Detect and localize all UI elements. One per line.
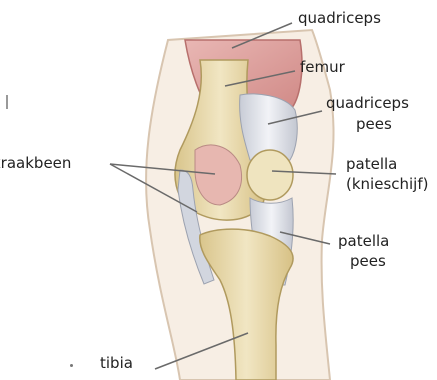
label-quadriceps-pees-line2: pees	[356, 117, 392, 132]
label-kraakbeen: kraakbeen	[0, 156, 71, 171]
label-quadriceps: quadriceps	[298, 11, 381, 26]
left-edge-mark	[6, 95, 8, 109]
label-femur: femur	[300, 60, 345, 75]
patella-bone	[247, 150, 293, 200]
label-patella-pees-line1: patella	[338, 234, 389, 249]
label-patella-pees-line2: pees	[350, 254, 386, 269]
label-tibia: tibia	[100, 356, 133, 371]
label-patella-line2: (knieschijf)	[346, 177, 437, 192]
label-quadriceps-pees-line1: quadriceps	[326, 96, 409, 111]
bottom-dot-mark	[70, 364, 73, 367]
label-patella-line1: patella	[346, 157, 397, 172]
